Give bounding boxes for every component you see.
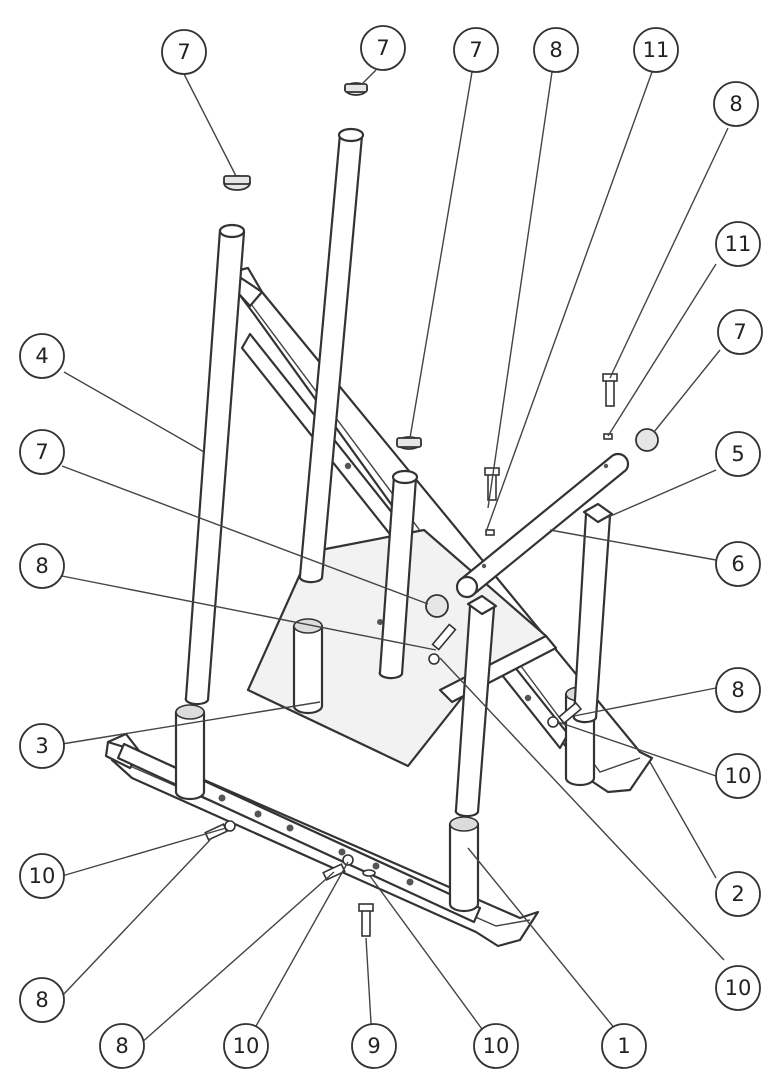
- callout-label: 10: [483, 1034, 510, 1058]
- callout-label: 7: [469, 38, 482, 62]
- leader-lines: [61, 69, 729, 1045]
- callout-7-top-center: 7: [360, 25, 406, 71]
- callout-6: 6: [715, 541, 761, 587]
- fasteners: [204, 373, 618, 937]
- callout-label: 8: [115, 1034, 128, 1058]
- callout-7-top-right: 7: [453, 27, 499, 73]
- callout-label: 6: [731, 552, 744, 576]
- callout-8-bottom: 8: [99, 1023, 145, 1069]
- callout-label: 1: [617, 1034, 630, 1058]
- callout-11-top: 11: [633, 27, 679, 73]
- callout-label: 11: [725, 232, 752, 256]
- callout-label: 8: [35, 988, 48, 1012]
- callout-label: 10: [725, 976, 752, 1000]
- callout-8-top: 8: [533, 27, 579, 73]
- callout-label: 5: [731, 442, 744, 466]
- callout-7-top-left: 7: [161, 29, 207, 75]
- callout-7-right: 7: [717, 309, 763, 355]
- callout-10-left: 10: [19, 853, 65, 899]
- callout-label: 10: [233, 1034, 260, 1058]
- callout-9: 9: [351, 1023, 397, 1069]
- callout-label: 9: [367, 1034, 380, 1058]
- callout-label: 11: [643, 38, 670, 62]
- callout-label: 7: [733, 320, 746, 344]
- callout-label: 8: [35, 554, 48, 578]
- callout-8-mid-right: 8: [715, 667, 761, 713]
- vertical-posts: [184, 127, 614, 818]
- callout-label: 2: [731, 882, 744, 906]
- callout-label: 7: [376, 36, 389, 60]
- callout-label: 8: [731, 678, 744, 702]
- callouts: 7 7 7 8 11 8 11 7: [19, 25, 763, 1069]
- callout-7-left: 7: [19, 429, 65, 475]
- callout-10-right-upper: 10: [715, 753, 761, 799]
- callout-8-right: 8: [713, 81, 759, 127]
- callout-label: 10: [725, 764, 752, 788]
- callout-8-bottom-left: 8: [19, 977, 65, 1023]
- callout-2: 2: [715, 871, 761, 917]
- callout-label: 10: [29, 864, 56, 888]
- callout-3: 3: [19, 723, 65, 769]
- callout-5: 5: [715, 431, 761, 477]
- callout-11-right: 11: [715, 221, 761, 267]
- crossbar-tube: [455, 452, 630, 599]
- callout-8-left: 8: [19, 543, 65, 589]
- callout-label: 7: [177, 40, 190, 64]
- callout-10-bottom-right: 10: [473, 1023, 519, 1069]
- callout-1: 1: [601, 1023, 647, 1069]
- callout-4: 4: [19, 333, 65, 379]
- callout-label: 8: [549, 38, 562, 62]
- callout-label: 7: [35, 440, 48, 464]
- callout-label: 8: [729, 92, 742, 116]
- callout-label: 4: [35, 344, 48, 368]
- callout-10-right-lower: 10: [715, 965, 761, 1011]
- callout-10-bottom-left: 10: [223, 1023, 269, 1069]
- callout-label: 3: [35, 734, 48, 758]
- end-caps: [223, 82, 659, 618]
